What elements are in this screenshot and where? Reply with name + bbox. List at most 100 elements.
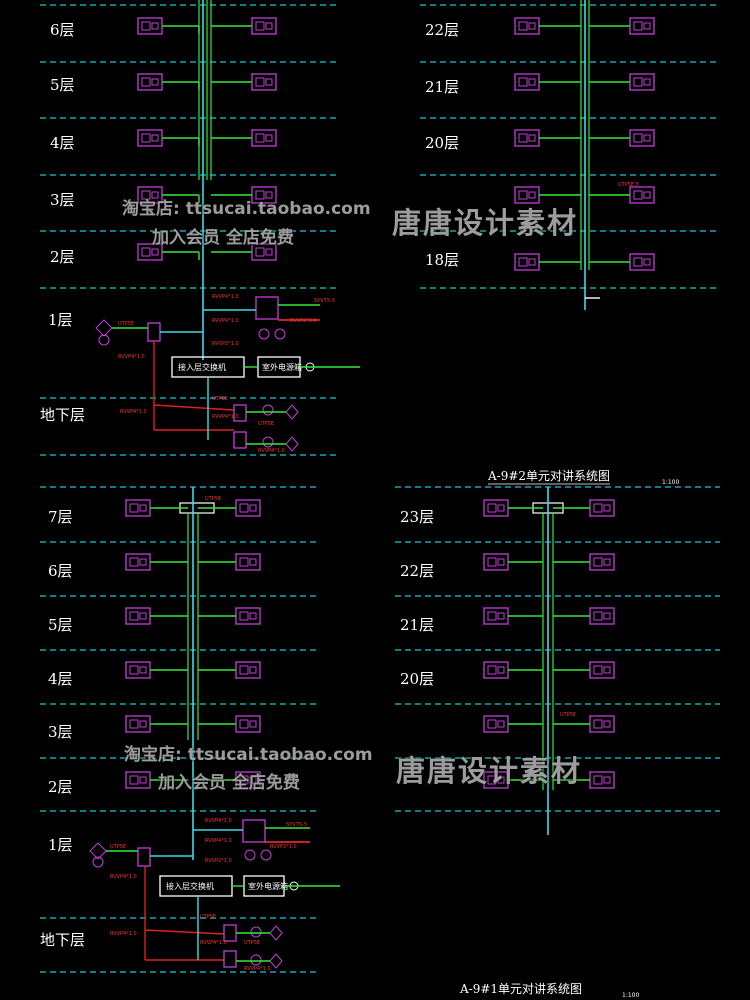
- power-box-label: 室外电源箱: [262, 362, 302, 372]
- cable-annotation: RVVP2*1.0: [205, 858, 232, 864]
- indoor-monitor-right: [629, 17, 655, 35]
- cable-annotation: RVVP4*1.0: [258, 448, 285, 454]
- watermark-shop-url-bottom: 淘宝店: ttsucai.taobao.com: [124, 745, 373, 765]
- monitor-keypad: [249, 720, 257, 728]
- monitor-screen: [141, 133, 151, 143]
- basement-camera-icon: [250, 954, 262, 966]
- floor-label: 地下层: [40, 931, 85, 949]
- indoor-monitor-left: [483, 499, 509, 517]
- cable-annotation: UTP5E: [244, 940, 260, 946]
- monitor-keypad: [497, 558, 505, 566]
- indoor-monitor-right: [589, 553, 615, 571]
- cable-annotation: RVVP4*1.0: [212, 294, 239, 300]
- monitor-keypad: [497, 612, 505, 620]
- monitor-keypad: [643, 78, 651, 86]
- floor-label: 4层: [48, 670, 73, 688]
- door-lock-icon: [274, 328, 286, 340]
- indoor-monitor-left: [483, 607, 509, 625]
- monitor-keypad: [497, 776, 505, 784]
- monitor-keypad: [151, 134, 159, 142]
- cable-annotation: SYV75-5: [286, 822, 307, 828]
- monitor-screen: [239, 775, 249, 785]
- monitor-screen: [141, 247, 151, 257]
- monitor-screen: [129, 775, 139, 785]
- monitor-keypad: [139, 612, 147, 620]
- monitor-keypad: [265, 248, 273, 256]
- basement-lock-icon: [269, 925, 283, 941]
- floor-label: 21层: [425, 78, 459, 96]
- indoor-monitor-right: [629, 73, 655, 91]
- monitor-keypad: [265, 191, 273, 199]
- indoor-monitor-left: [125, 715, 151, 733]
- indoor-monitor-right: [589, 771, 615, 789]
- monitor-keypad: [528, 22, 536, 30]
- floor-label: 5层: [48, 616, 73, 634]
- indoor-monitor-left: [514, 253, 540, 271]
- monitor-screen: [487, 775, 497, 785]
- monitor-screen: [141, 21, 151, 31]
- monitor-keypad: [528, 134, 536, 142]
- monitor-keypad: [249, 504, 257, 512]
- floor-label: 地下层: [40, 406, 85, 424]
- monitor-keypad: [528, 258, 536, 266]
- door-station-panel: [255, 296, 279, 320]
- power-box-label: 室外电源箱: [248, 881, 288, 891]
- monitor-keypad: [151, 22, 159, 30]
- floor-label: 7层: [48, 508, 73, 526]
- watermark-brand-bottom: 唐唐设计素材: [396, 754, 583, 788]
- monitor-keypad: [151, 78, 159, 86]
- monitor-keypad: [249, 776, 257, 784]
- monitor-screen: [593, 611, 603, 621]
- floor-label: 18层: [425, 251, 459, 269]
- floor-label: 21层: [400, 616, 434, 634]
- indoor-monitor-left: [483, 661, 509, 679]
- camera-icon: [98, 334, 110, 346]
- monitor-screen: [239, 503, 249, 513]
- monitor-screen: [141, 190, 151, 200]
- cable-annotation: UTP5E 5: [618, 182, 639, 188]
- cable-annotation: UTP5E: [200, 914, 216, 920]
- indoor-monitor-left: [125, 771, 151, 789]
- basement-station-box: [223, 924, 237, 942]
- monitor-keypad: [603, 720, 611, 728]
- cable-annotation: UTP5E: [110, 844, 126, 850]
- access-switch-label: 接入层交换机: [166, 881, 214, 891]
- basement-lock-icon: [269, 953, 283, 969]
- cable-annotation: RVVP4*1.0: [120, 409, 147, 415]
- monitor-keypad: [139, 504, 147, 512]
- monitor-keypad: [249, 612, 257, 620]
- monitor-screen: [487, 503, 497, 513]
- cable-annotation: RVVP4*1.0: [110, 931, 137, 937]
- monitor-screen: [593, 775, 603, 785]
- monitor-screen: [487, 611, 497, 621]
- indoor-monitor-left: [483, 553, 509, 571]
- monitor-screen: [487, 665, 497, 675]
- cable-annotation: UTP5E: [118, 321, 134, 327]
- monitor-keypad: [497, 666, 505, 674]
- monitor-screen: [593, 557, 603, 567]
- indoor-monitor-right: [235, 715, 261, 733]
- monitor-keypad: [151, 191, 159, 199]
- monitor-screen: [129, 611, 139, 621]
- monitor-screen: [593, 503, 603, 513]
- indoor-monitor-right: [629, 129, 655, 147]
- monitor-screen: [239, 719, 249, 729]
- cable-annotation: RVVP4*1.0: [244, 966, 271, 972]
- floor-label: 22层: [425, 21, 459, 39]
- monitor-keypad: [497, 504, 505, 512]
- indoor-monitor-left: [514, 129, 540, 147]
- monitor-screen: [633, 190, 643, 200]
- monitor-keypad: [603, 558, 611, 566]
- cable-annotation: RVVP4*1.0: [118, 354, 145, 360]
- monitor-keypad: [603, 504, 611, 512]
- power-branch: [153, 404, 235, 411]
- monitor-keypad: [249, 666, 257, 674]
- camera-icon: [92, 856, 104, 868]
- indoor-monitor-right: [251, 243, 277, 261]
- floor-label: 5层: [50, 76, 75, 94]
- door-station-panel: [242, 819, 266, 843]
- indoor-monitor-right: [251, 17, 277, 35]
- indoor-monitor-right: [589, 661, 615, 679]
- indoor-monitor-right: [629, 253, 655, 271]
